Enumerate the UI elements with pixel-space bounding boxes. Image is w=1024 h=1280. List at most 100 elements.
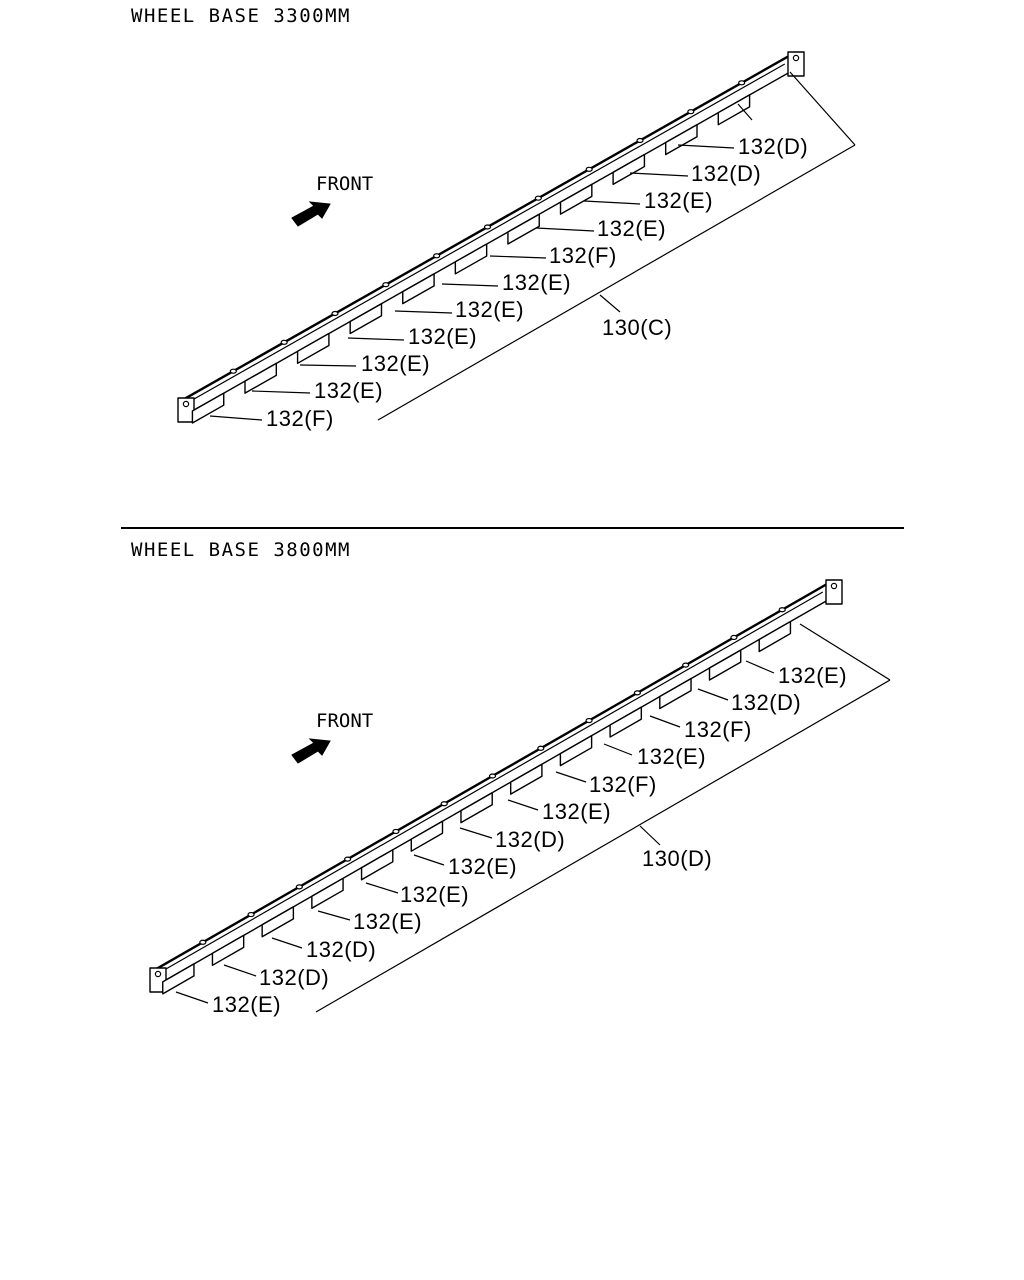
callout-label-9: 132(F) [589,772,657,797]
rail-end-cap-rear [787,51,805,77]
bolt-hole [344,856,352,862]
leader-line [535,227,595,232]
callout-label-2: 132(E) [314,378,383,403]
leader-line [365,882,399,894]
leader-line [175,991,209,1004]
cross-member [609,706,643,738]
callout-label-12: 132(D) [731,690,801,715]
bolt-hole [778,607,786,613]
bolt-hole [247,911,255,918]
leader-line [583,200,641,205]
callout-label-13: 132(E) [778,663,847,688]
callout-label-10: 132(E) [637,744,706,769]
bolt-hole [392,828,400,835]
callout-label-8: 132(E) [597,216,666,241]
bolt-hole [488,773,497,779]
leader-line [629,172,689,177]
leader-line [209,415,263,421]
cross-member [360,849,394,881]
bolt-hole [280,339,288,345]
rail-front-face [151,583,829,989]
leader-line [649,715,681,728]
cross-member [162,963,195,995]
frame-rail [149,579,843,995]
callout-label-7: 132(F) [549,243,617,268]
front-arrow-icon [291,738,331,764]
rail-flange-line [184,63,786,405]
leader-line [317,910,351,921]
cross-member [717,94,751,126]
main-part-leader [315,679,891,1013]
cross-member [758,620,792,653]
section-header: WHEEL BASE 3300MM [131,5,351,27]
bolt-hole [433,253,441,259]
rail-end-hole [182,400,190,408]
bolt-hole [483,224,492,230]
main-part-pointer [599,294,621,313]
bolt-hole [633,690,641,696]
callout-label-7: 132(D) [495,827,565,852]
bolt-hole [682,662,690,668]
cross-member [454,243,488,275]
bolt-hole [687,109,695,115]
leader-line [507,799,539,811]
cross-member [410,820,444,852]
leader-lines [209,71,856,421]
leader-line [737,103,753,121]
rail-end-hole [792,54,800,62]
leader-lines [175,623,891,1013]
leader-line [697,688,729,701]
main-part-label: 130(D) [642,846,712,871]
callout-label-3: 132(E) [361,351,430,376]
leader-line [299,364,357,367]
cross-member [261,906,295,938]
front-arrow: FRONT [291,710,373,764]
main-part-pointer [639,825,661,846]
cross-member [612,153,646,186]
front-arrow-icon [291,201,331,227]
callout-labels: 132(E) 132(D) 132(D) 132(E) 132(E) 132(E… [212,663,847,1017]
callout-label-6: 132(E) [502,270,571,295]
bolt-hole [636,137,644,144]
rail-front-face [179,55,791,419]
leader-line [489,255,547,259]
cross-member [244,362,278,394]
cross-member [349,303,383,335]
rail-end-hole [830,582,838,590]
bolt-hole [229,368,237,374]
cross-member [191,392,225,424]
leader-line [677,144,735,149]
callout-label-9: 132(E) [644,188,713,213]
cross-member [659,677,692,710]
callout-label-4: 132(E) [408,324,477,349]
bolt-hole [331,310,339,317]
rail-end-cap-rear [825,579,843,605]
section-wheelbase-3300: WHEEL BASE 3300MM FRONT 132(F) 132(E) 13… [131,5,856,431]
cross-member [402,273,435,305]
bolt-hole [585,166,593,172]
cross-member [664,124,698,156]
leader-line [271,937,303,949]
leader-line [789,71,856,146]
leader-line [394,310,453,314]
callout-labels: 132(F) 132(E) 132(E) 132(E) 132(E) 132(E… [266,134,808,431]
leader-line [347,337,405,341]
front-arrow: FRONT [291,173,373,227]
rail-flange-line [156,591,824,975]
callout-label-2: 132(D) [259,965,329,990]
leader-line [223,964,257,977]
callout-label-5: 132(E) [400,882,469,907]
callout-label-4: 132(E) [353,909,422,934]
callout-label-5: 132(E) [455,297,524,322]
bolt-hole [585,717,593,724]
bolt-hole [199,939,207,945]
cross-member [296,332,330,365]
leader-line [555,771,587,783]
cross-member [708,649,742,681]
callout-label-11: 132(D) [738,134,808,159]
section-header: WHEEL BASE 3800MM [131,539,351,561]
leader-line [603,743,633,756]
callout-label-1: 132(F) [266,406,334,431]
